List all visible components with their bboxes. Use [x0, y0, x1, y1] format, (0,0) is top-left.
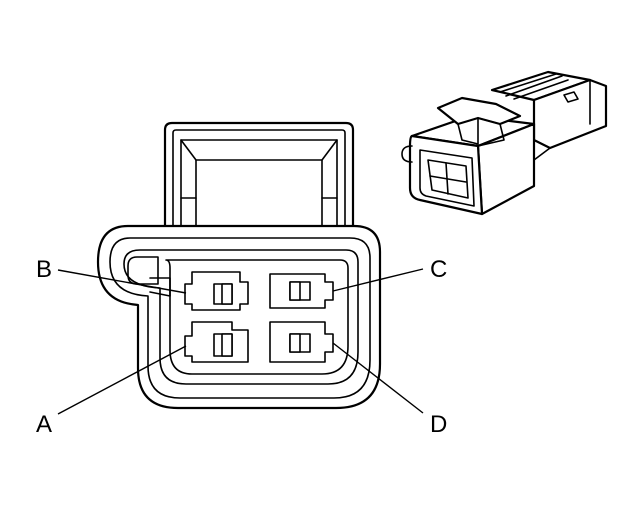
pin-cavity-c: [269, 273, 334, 309]
pin-label-d: D: [430, 411, 447, 438]
pin-cavity-b: [184, 271, 249, 311]
connector-latch: [163, 121, 355, 234]
pin-cavity-d: [269, 321, 334, 363]
pin-labels: B C A D: [36, 256, 447, 438]
pin-label-b: B: [36, 256, 52, 283]
connector-body: [96, 224, 382, 410]
connector-isometric-view: [401, 70, 608, 216]
pin-cavity-a: [184, 321, 249, 363]
leader-line-c: [332, 268, 424, 292]
connector-face-view: [96, 121, 382, 410]
leader-lines: [57, 268, 424, 415]
leader-line-b: [57, 269, 187, 294]
leader-line-a: [57, 345, 187, 415]
pin-label-a: A: [36, 411, 52, 438]
leader-line-d: [332, 342, 424, 414]
pin-label-c: C: [430, 256, 447, 283]
